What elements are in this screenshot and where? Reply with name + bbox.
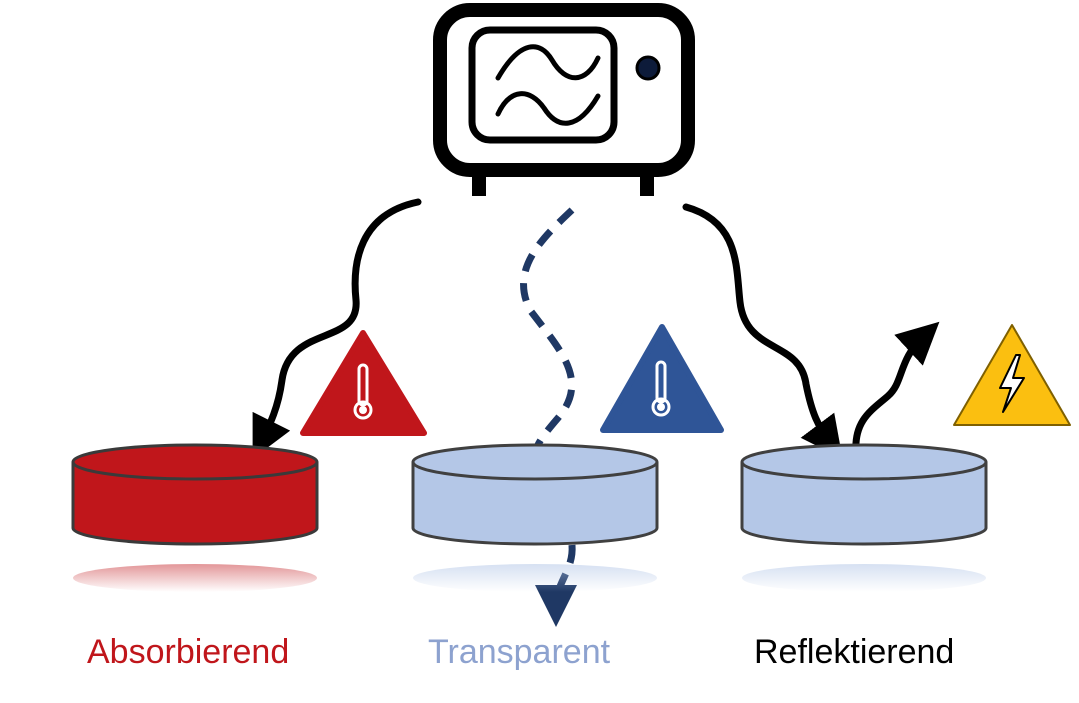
absorbed-heat-warning (300, 330, 427, 436)
lightning-icon (999, 354, 1025, 413)
absorbed-wave-arrow (252, 198, 422, 459)
label-absorbierend: Absorbierend (87, 633, 290, 671)
label-reflektierend: Reflektierend (754, 633, 955, 671)
transparent-heat-warning (600, 324, 724, 433)
reflecting-disk (740, 443, 988, 592)
sine-wave-icon (495, 44, 601, 126)
thermometer-icon (651, 360, 671, 417)
transmitted-wave-arrow (520, 207, 576, 452)
absorbing-disk (71, 443, 319, 592)
reflective-arc-warning (953, 324, 1071, 426)
reflected-wave-arrow (682, 203, 843, 459)
reflected-wave-out-arrow (852, 321, 940, 456)
thermometer-icon (353, 363, 373, 420)
transparent-disk (411, 443, 659, 592)
label-transparent: Transparent (428, 633, 611, 671)
microwave-oven-icon (433, 3, 695, 196)
